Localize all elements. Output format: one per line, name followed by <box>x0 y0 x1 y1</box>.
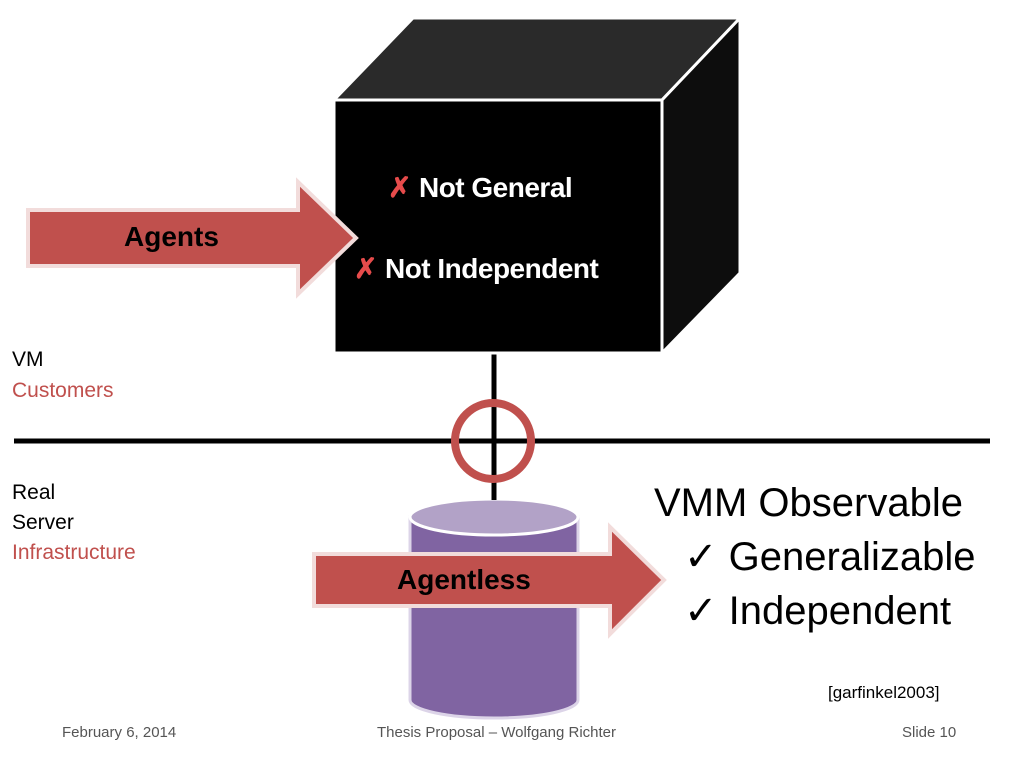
server-label: Server <box>12 511 74 534</box>
agentless-label: Agentless <box>397 564 531 595</box>
check-mark-icon: ✓ <box>684 535 718 579</box>
server-cylinder <box>408 497 580 720</box>
footer-title: Thesis Proposal – Wolfgang Richter <box>377 724 617 741</box>
agents-label: Agents <box>124 221 219 252</box>
vmm-item-label: Generalizable <box>728 535 976 579</box>
check-mark-icon: ✓ <box>684 589 718 633</box>
footer-date: February 6, 2014 <box>62 724 177 741</box>
x-mark-icon: ✗ <box>388 172 411 203</box>
vmm-item-independent: ✓ Independent <box>684 588 951 634</box>
vmm-item-label: Independent <box>728 589 952 633</box>
vmm-ring <box>451 399 535 483</box>
cube-item-not-general: ✗Not General <box>388 171 573 204</box>
infrastructure-label: Infrastructure <box>12 541 136 564</box>
citation: [garfinkel2003] <box>828 683 940 702</box>
vmm-item-generalizable: ✓ Generalizable <box>684 534 975 580</box>
cube-item-label: Not Independent <box>384 253 599 284</box>
vm-label: VM <box>12 348 44 371</box>
cube-item-label: Not General <box>418 172 573 203</box>
agents-arrow <box>26 177 359 299</box>
agentless-arrow <box>312 522 667 639</box>
vm-cube <box>330 14 744 357</box>
customers-label: Customers <box>12 379 114 402</box>
slide-number: Slide 10 <box>902 724 957 741</box>
real-label: Real <box>12 481 56 504</box>
vmm-observable-title: VMM Observable <box>654 481 963 525</box>
cube-item-not-independent: ✗Not Independent <box>354 252 599 285</box>
x-mark-icon: ✗ <box>354 253 377 284</box>
